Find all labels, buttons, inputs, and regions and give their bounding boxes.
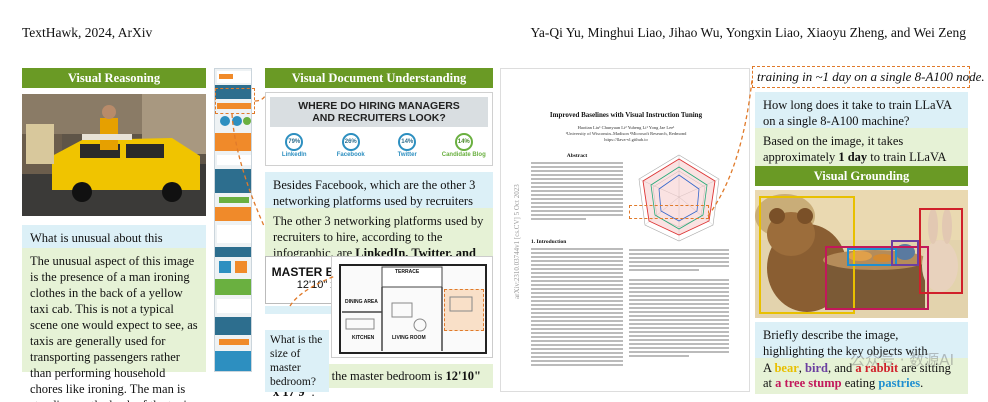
- platform-twitter: 14% Twitter: [380, 133, 434, 158]
- taxi-photo: [22, 94, 206, 216]
- infographic-crop: WHERE DO HIRING MANAGERS AND RECRUITERS …: [265, 92, 493, 166]
- paper-right-column: [629, 247, 729, 359]
- arrow-infographic: [254, 95, 266, 102]
- floorplan-living-label: LIVING ROOM: [392, 335, 426, 341]
- infographic-highlight-box: [215, 88, 255, 114]
- watermark: 公众号 · 数源AI: [850, 351, 954, 369]
- bird-bbox: [891, 240, 919, 266]
- visual-reasoning-title: Visual Reasoning: [22, 68, 206, 88]
- floorplan-kitchen-label: KITCHEN: [352, 335, 375, 341]
- rabbit-bbox: [919, 208, 963, 294]
- stump-bbox: [825, 246, 929, 310]
- floorplan-image: TERRACE DINING AREA LIVING ROOM KITCHEN: [331, 256, 493, 358]
- bear-bbox: [759, 196, 855, 314]
- arrow-floorplan: [289, 275, 336, 307]
- vdu-question-2: What is the size of master bedroom?: [265, 330, 329, 392]
- paper-highlight-box: [629, 205, 709, 219]
- pastries-bbox: [847, 248, 897, 266]
- arrow-paper-callout: [707, 79, 753, 217]
- grounding-photo: [755, 190, 968, 318]
- floorplan-dining-label: DINING AREA: [345, 299, 378, 305]
- infographic-title-line-2: AND RECRUITERS LOOK?: [312, 112, 446, 124]
- paper-header-right: Ya-Qi Yu, Minghui Liao, Jihao Wu, Yongxi…: [530, 25, 966, 40]
- reasoning-answer: The unusual aspect of this image is the …: [22, 248, 206, 402]
- paper-question: How long does it take to train LLaVA on …: [755, 92, 968, 134]
- paper-url: https://llava-vl.github.io: [604, 137, 648, 142]
- vdu-question-2-wrap: [265, 306, 331, 314]
- grounding-answer: A bear, bird, and a rabbit are sitting a…: [755, 358, 968, 394]
- paper-affiliations: ¹University of Wisconsin–Madison ²Micros…: [565, 131, 687, 136]
- paper-callout: training in ~1 day on a single 8-A100 no…: [752, 66, 985, 88]
- paper-header-left: TextHawk, 2024, ArXiv: [22, 25, 153, 40]
- floorplan-terrace-label: TERRACE: [395, 269, 420, 275]
- infographic-thumbnail: [214, 68, 252, 372]
- paper-radar-figure: [629, 149, 729, 245]
- paper-title: Improved Baselines with Visual Instructi…: [549, 111, 703, 119]
- vdu-title: Visual Document Understanding: [265, 68, 493, 88]
- platform-linkedin: 79% LinkedIn: [267, 133, 321, 158]
- platform-facebook: 26% Facebook: [324, 133, 378, 158]
- platform-candidate-blog: 14% Candidate Blog: [437, 133, 491, 158]
- paper-page: arXiv:2310.03744v1 [cs.CV] 5 Oct 2023 Im…: [500, 68, 750, 392]
- floorplan-highlight-box: [444, 289, 484, 331]
- visual-grounding-title: Visual Grounding: [755, 166, 968, 186]
- arrow-infographic-down: [231, 113, 265, 227]
- paper-abstract: Abstract: [531, 153, 623, 222]
- paper-introduction: 1. Introduction: [531, 239, 623, 368]
- infographic-title-line-1: WHERE DO HIRING MANAGERS: [298, 100, 460, 112]
- paper-authors: Haotian Liu¹ Chunyuan Li² Yuheng Li¹ Yon…: [577, 125, 675, 130]
